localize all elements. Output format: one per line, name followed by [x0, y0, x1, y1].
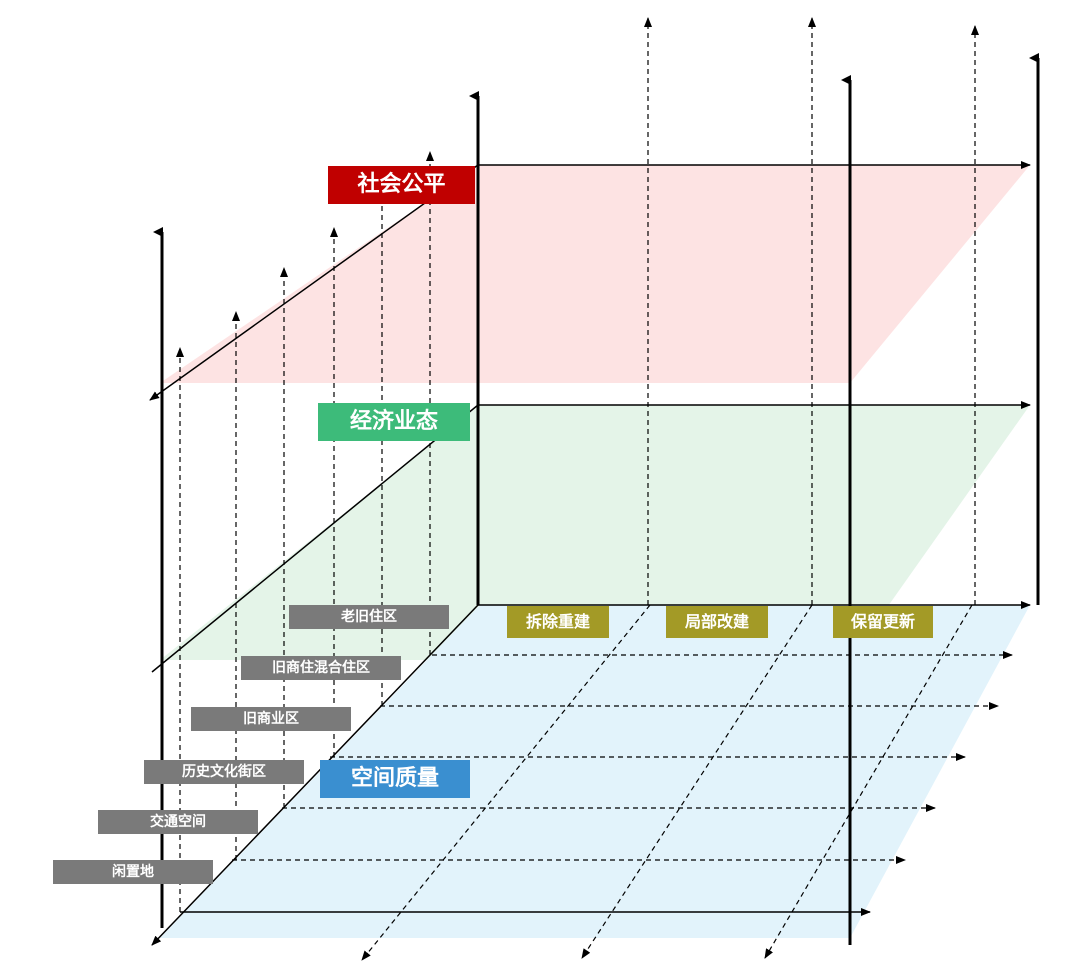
social-plane — [160, 165, 1030, 383]
area-type-old-commercial: 旧商业区 — [191, 707, 351, 731]
social-left-edge — [149, 164, 479, 401]
social-equity-label: 社会公平 — [328, 166, 475, 204]
col-line-1 — [361, 604, 651, 961]
strategy-column-lines — [361, 604, 973, 961]
col-line-2 — [581, 604, 813, 959]
spatial-quality-label: 空间质量 — [320, 760, 470, 798]
area-type-row-lines — [232, 651, 1013, 864]
spatial-plane — [160, 605, 1030, 938]
area-type-transport-space: 交通空间 — [98, 810, 258, 834]
strategy-vertical-lines — [644, 17, 979, 605]
area-type-mixed-residential: 旧商住混合住区 — [241, 656, 401, 680]
strategy-partial-renovation: 局部改建 — [666, 606, 768, 638]
economic-left-edge — [151, 404, 479, 673]
area-type-old-residential: 老旧住区 — [289, 605, 449, 629]
economic-activity-label: 经济业态 — [318, 403, 470, 441]
area-type-historic-district: 历史文化街区 — [144, 760, 304, 784]
strategy-demolish-rebuild: 拆除重建 — [507, 606, 609, 638]
strategy-preserve-renew: 保留更新 — [833, 606, 933, 638]
area-type-idle-land: 闲置地 — [53, 860, 213, 884]
spatial-left-edge — [151, 604, 479, 946]
